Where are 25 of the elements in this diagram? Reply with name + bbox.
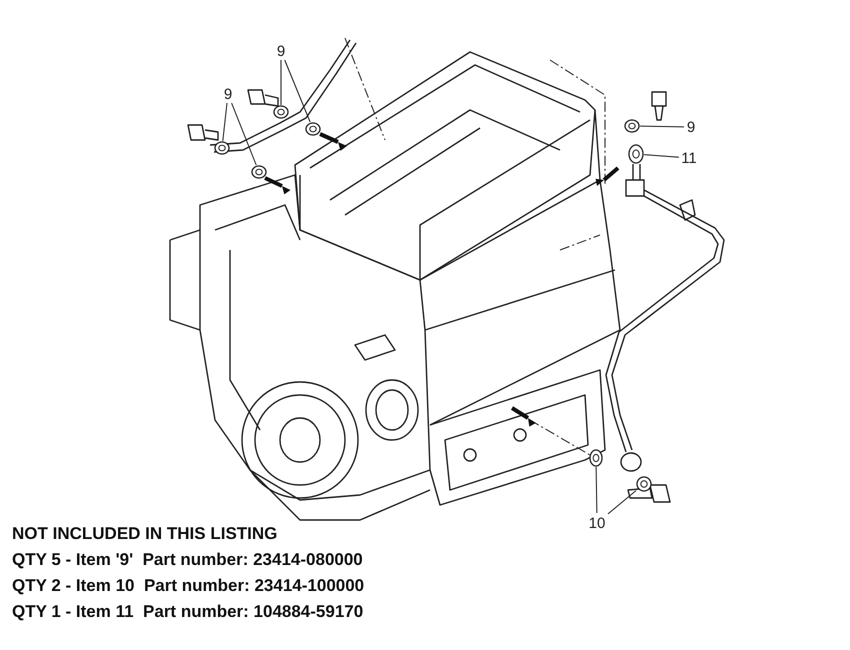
leader-line	[222, 102, 228, 142]
leader-line	[608, 490, 636, 514]
leader-line	[640, 126, 684, 128]
washer-icon	[589, 449, 603, 467]
leader-line	[280, 60, 282, 106]
washer-icon	[624, 119, 640, 133]
callout-number: 9	[274, 42, 288, 60]
washer-icon	[636, 476, 652, 492]
leader-line	[231, 102, 257, 166]
washer-icon	[305, 122, 321, 136]
callout-number: 9	[221, 85, 235, 103]
washer-icon	[628, 144, 644, 164]
parts-note: QTY 5 - Item '9' Part number: 23414-080000	[12, 549, 364, 571]
leader-line	[284, 60, 311, 122]
callout-number: 11	[679, 149, 699, 167]
leader-line	[596, 466, 598, 514]
leader-line	[644, 154, 680, 158]
parts-note: NOT INCLUDED IN THIS LISTING	[12, 523, 278, 545]
parts-note: QTY 2 - Item 10 Part number: 23414-100000	[12, 575, 364, 597]
callout-number: 9	[684, 118, 698, 136]
washer-icon	[251, 165, 267, 179]
parts-note: QTY 1 - Item 11 Part number: 104884-59170	[12, 601, 364, 623]
callout-number: 10	[586, 513, 608, 533]
washer-icon	[214, 141, 230, 155]
washer-icon	[273, 105, 289, 119]
